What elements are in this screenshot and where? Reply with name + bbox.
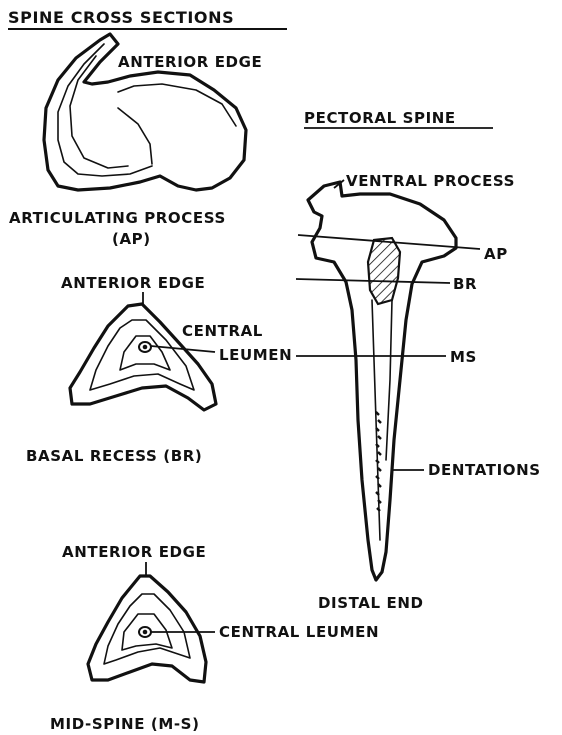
basal-recess-hatched bbox=[368, 238, 400, 304]
dentations-label: DENTATIONS bbox=[428, 461, 541, 479]
ap-section-core bbox=[70, 56, 152, 168]
pectoral-spine-heading: PECTORAL SPINE bbox=[304, 109, 456, 127]
ms-cross-section bbox=[88, 562, 215, 682]
ms-central-label: CENTRAL LEUMEN bbox=[219, 623, 379, 641]
ms-anterior-edge-label: ANTERIOR EDGE bbox=[62, 543, 206, 561]
ventral-process-label: VENTRAL PROCESS bbox=[346, 172, 515, 190]
ms-central-lumen-core bbox=[143, 630, 148, 635]
ms-label: MS bbox=[450, 348, 477, 366]
ap-caption-line2: (AP) bbox=[112, 230, 151, 248]
cross-sections-heading: SPINE CROSS SECTIONS bbox=[8, 8, 234, 27]
br-cross-section bbox=[70, 292, 216, 410]
ms-section-outer bbox=[88, 576, 206, 682]
ap-caption-line1: ARTICULATING PROCESS bbox=[9, 209, 226, 227]
pectoral-spine-drawing bbox=[296, 180, 480, 580]
ap-label: AP bbox=[484, 245, 508, 263]
pectoral-spine-panel: PECTORAL SPINE VENTRAL PROCESS AP BR MS … bbox=[296, 109, 541, 612]
br-central-label-line2: LEUMEN bbox=[219, 346, 292, 364]
ap-anterior-edge-label: ANTERIOR EDGE bbox=[118, 53, 262, 71]
br-central-label-line1: CENTRAL bbox=[182, 322, 263, 340]
distal-end-label: DISTAL END bbox=[318, 594, 424, 612]
ms-caption: MID-SPINE (M-S) bbox=[50, 715, 200, 733]
br-central-lumen-core bbox=[143, 345, 148, 350]
br-caption: BASAL RECESS (BR) bbox=[26, 447, 202, 465]
br-anterior-edge-label: ANTERIOR EDGE bbox=[61, 274, 205, 292]
br-label: BR bbox=[453, 275, 477, 293]
